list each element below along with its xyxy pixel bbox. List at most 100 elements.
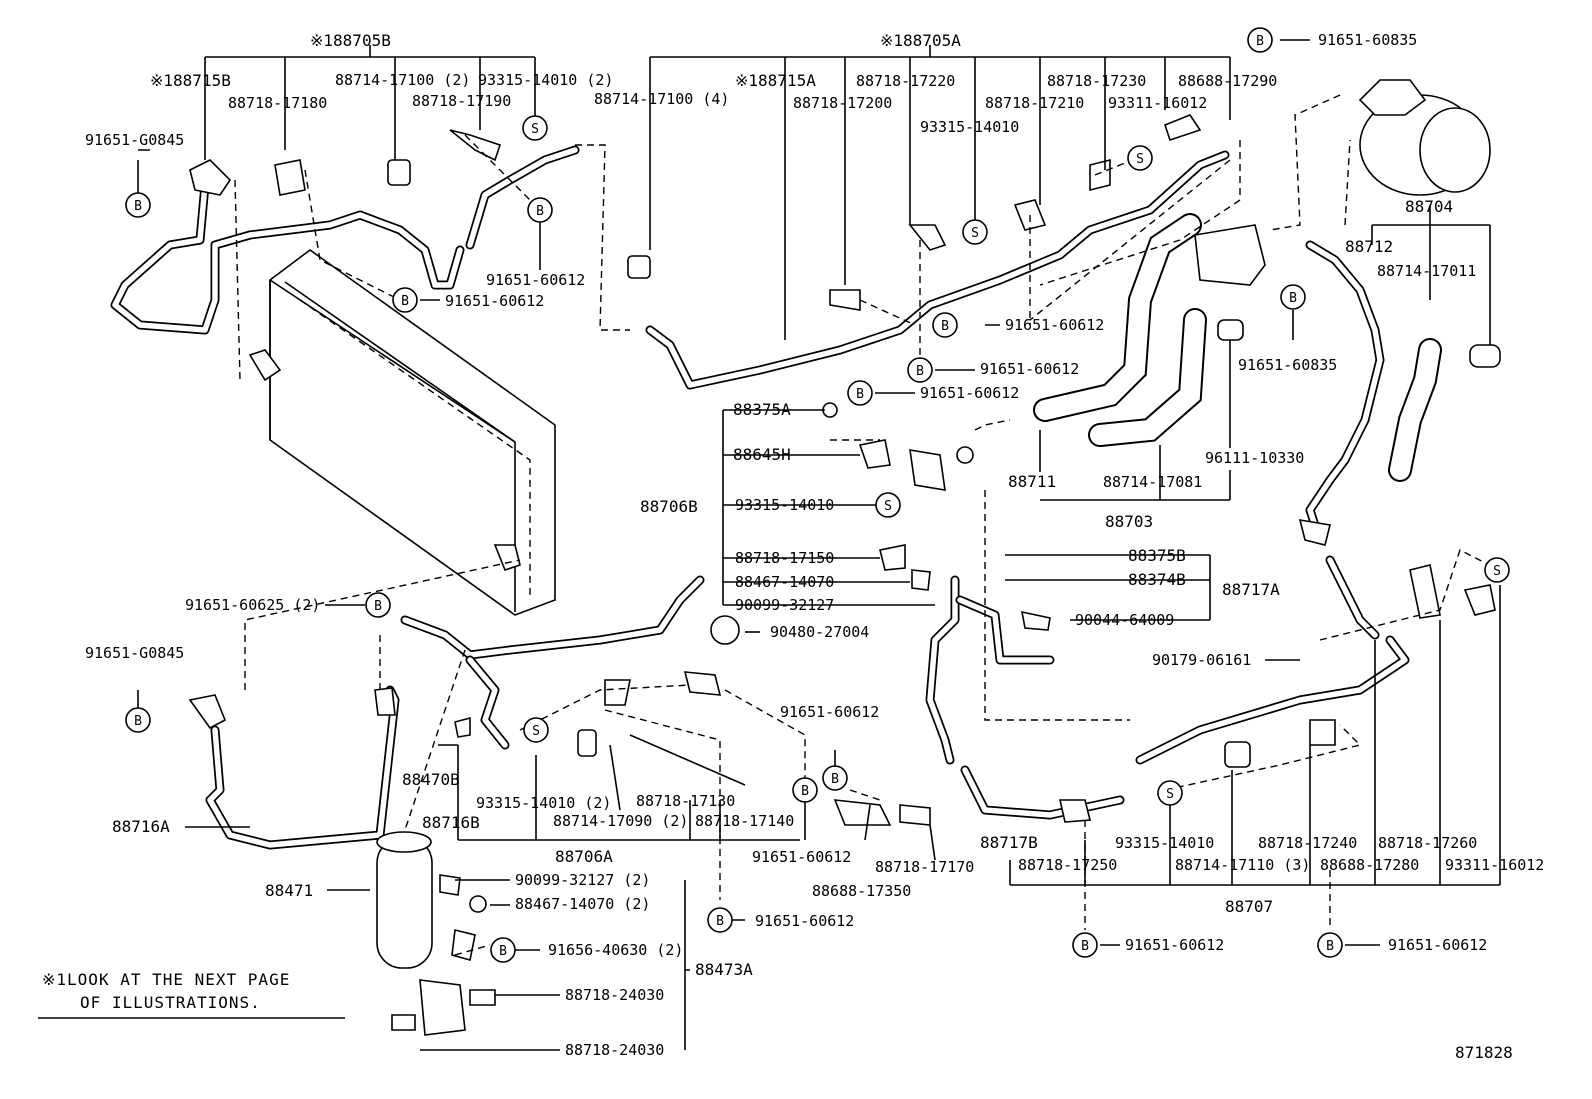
label-91656-40630-2: 91656-40630 (2) [548, 941, 683, 959]
svg-text:S: S [531, 122, 539, 137]
symbol-b: B [907, 357, 933, 383]
label-88707: 88707 [1225, 897, 1273, 916]
label-88714-17100-2: 88714-17100 (2) [335, 71, 470, 89]
label-88706a: 88706A [555, 847, 613, 866]
label-88375b: 88375B [1128, 546, 1186, 565]
symbol-b: B [527, 197, 553, 223]
symbol-s: S [1484, 557, 1510, 583]
label-91651-60835: 91651-60835 [1238, 356, 1337, 374]
label-88714-17110-3: 88714-17110 (3) [1175, 856, 1310, 874]
label-88714-17011: 88714-17011 [1377, 262, 1476, 280]
svg-text:S: S [971, 226, 979, 241]
label-90099-32127: 90099-32127 [735, 596, 834, 614]
svg-text:S: S [1166, 787, 1174, 802]
symbol-s: S [1127, 145, 1153, 171]
symbol-s: S [523, 717, 549, 743]
note-line-2: OF ILLUSTRATIONS. [80, 993, 261, 1012]
footnote: ※1LOOK AT THE NEXT PAGE OF ILLUSTRATIONS… [38, 970, 345, 1019]
label-91651-60612: 91651-60612 [920, 384, 1019, 402]
svg-text:B: B [1289, 291, 1297, 306]
label-93315-14010-2: 93315-14010 (2) [478, 71, 613, 89]
label-188715a: ※188715A [735, 71, 816, 90]
compressor [1358, 79, 1491, 196]
symbol-b: B [365, 592, 391, 618]
label-90099-32127-2: 90099-32127 (2) [515, 871, 650, 889]
label-88714-17090-2: 88714-17090 (2) [553, 812, 688, 830]
label-88718-17170: 88718-17170 [875, 858, 974, 876]
label-88711: 88711 [1008, 472, 1056, 491]
svg-text:B: B [916, 364, 924, 379]
label-93315-14010: 93315-14010 [735, 496, 834, 514]
svg-text:B: B [1256, 34, 1264, 49]
label-188705a: ※188705A [880, 31, 961, 50]
symbol-b: B [707, 907, 733, 933]
label-88718-24030: 88718-24030 [565, 986, 664, 1004]
label-91651-60612: 91651-60612 [755, 912, 854, 930]
label-91651-60612: 91651-60612 [780, 703, 879, 721]
svg-text:S: S [884, 499, 892, 514]
label-96111-10330: 96111-10330 [1205, 449, 1304, 467]
label-91651-g0845: 91651-G0845 [85, 644, 184, 662]
label-91651-g0845: 91651-G0845 [85, 131, 184, 149]
label-88716a: 88716A [112, 817, 170, 836]
label-88467-14070: 88467-14070 [735, 573, 834, 591]
svg-text:B: B [499, 944, 507, 959]
accumulator [1194, 224, 1266, 286]
pipe-lines [110, 145, 1410, 850]
symbol-b: B [932, 312, 958, 338]
label-88374b: 88374B [1128, 570, 1186, 589]
label-88718-17130: 88718-17130 [636, 792, 735, 810]
label-88718-17210: 88718-17210 [985, 94, 1084, 112]
label-88470b: 88470B [402, 770, 460, 789]
label-91651-60612: 91651-60612 [445, 292, 544, 310]
label-88716b: 88716B [422, 813, 480, 832]
label-88718-17240: 88718-17240 [1258, 834, 1357, 852]
label-91651-60612: 91651-60612 [1388, 936, 1487, 954]
figure-number: 871828 [1455, 1043, 1513, 1062]
symbol-s: S [522, 115, 548, 141]
hoses [1033, 213, 1442, 482]
label-93315-14010: 93315-14010 [1115, 834, 1214, 852]
part-labels: ※188705B ※188705A ※188715B 88718-17180 8… [85, 31, 1544, 1059]
label-88473a: 88473A [695, 960, 753, 979]
label-88375a: 88375A [733, 400, 791, 419]
label-88718-17190: 88718-17190 [412, 92, 511, 110]
svg-text:B: B [1326, 939, 1334, 954]
label-88718-17180: 88718-17180 [228, 94, 327, 112]
symbol-b: B [1280, 284, 1306, 310]
symbol-b: B [1317, 932, 1343, 958]
symbol-b: B [1247, 27, 1273, 53]
label-93311-16012: 93311-16012 [1445, 856, 1544, 874]
label-88706b: 88706B [640, 497, 698, 516]
receiver-dryer [376, 831, 433, 969]
label-88718-17260: 88718-17260 [1378, 834, 1477, 852]
label-90179-06161: 90179-06161 [1152, 651, 1251, 669]
symbol-b: B [847, 380, 873, 406]
label-88704: 88704 [1405, 197, 1453, 216]
label-90480-27004: 90480-27004 [770, 623, 869, 641]
symbol-s: S [1157, 780, 1183, 806]
svg-text:B: B [716, 914, 724, 929]
label-88467-14070-2: 88467-14070 (2) [515, 895, 650, 913]
symbol-s: S [875, 492, 901, 518]
label-88718-17250: 88718-17250 [1018, 856, 1117, 874]
label-93315-14010: 93315-14010 [920, 118, 1019, 136]
svg-text:B: B [941, 319, 949, 334]
small-parts [188, 114, 1501, 1036]
symbol-b: B [125, 192, 151, 218]
label-188705b: ※188705B [310, 31, 391, 50]
svg-text:S: S [532, 724, 540, 739]
label-88688-17280: 88688-17280 [1320, 856, 1419, 874]
label-88714-17081: 88714-17081 [1103, 473, 1202, 491]
label-91651-60612: 91651-60612 [486, 271, 585, 289]
svg-text:B: B [134, 714, 142, 729]
dashed-guides [234, 94, 1496, 956]
label-88688-17350: 88688-17350 [812, 882, 911, 900]
svg-text:S: S [1493, 564, 1501, 579]
label-93311-16012: 93311-16012 [1108, 94, 1207, 112]
label-88645h: 88645H [733, 445, 791, 464]
svg-text:S: S [1136, 152, 1144, 167]
symbol-b: B [490, 937, 516, 963]
label-90044-64009: 90044-64009 [1075, 611, 1174, 629]
